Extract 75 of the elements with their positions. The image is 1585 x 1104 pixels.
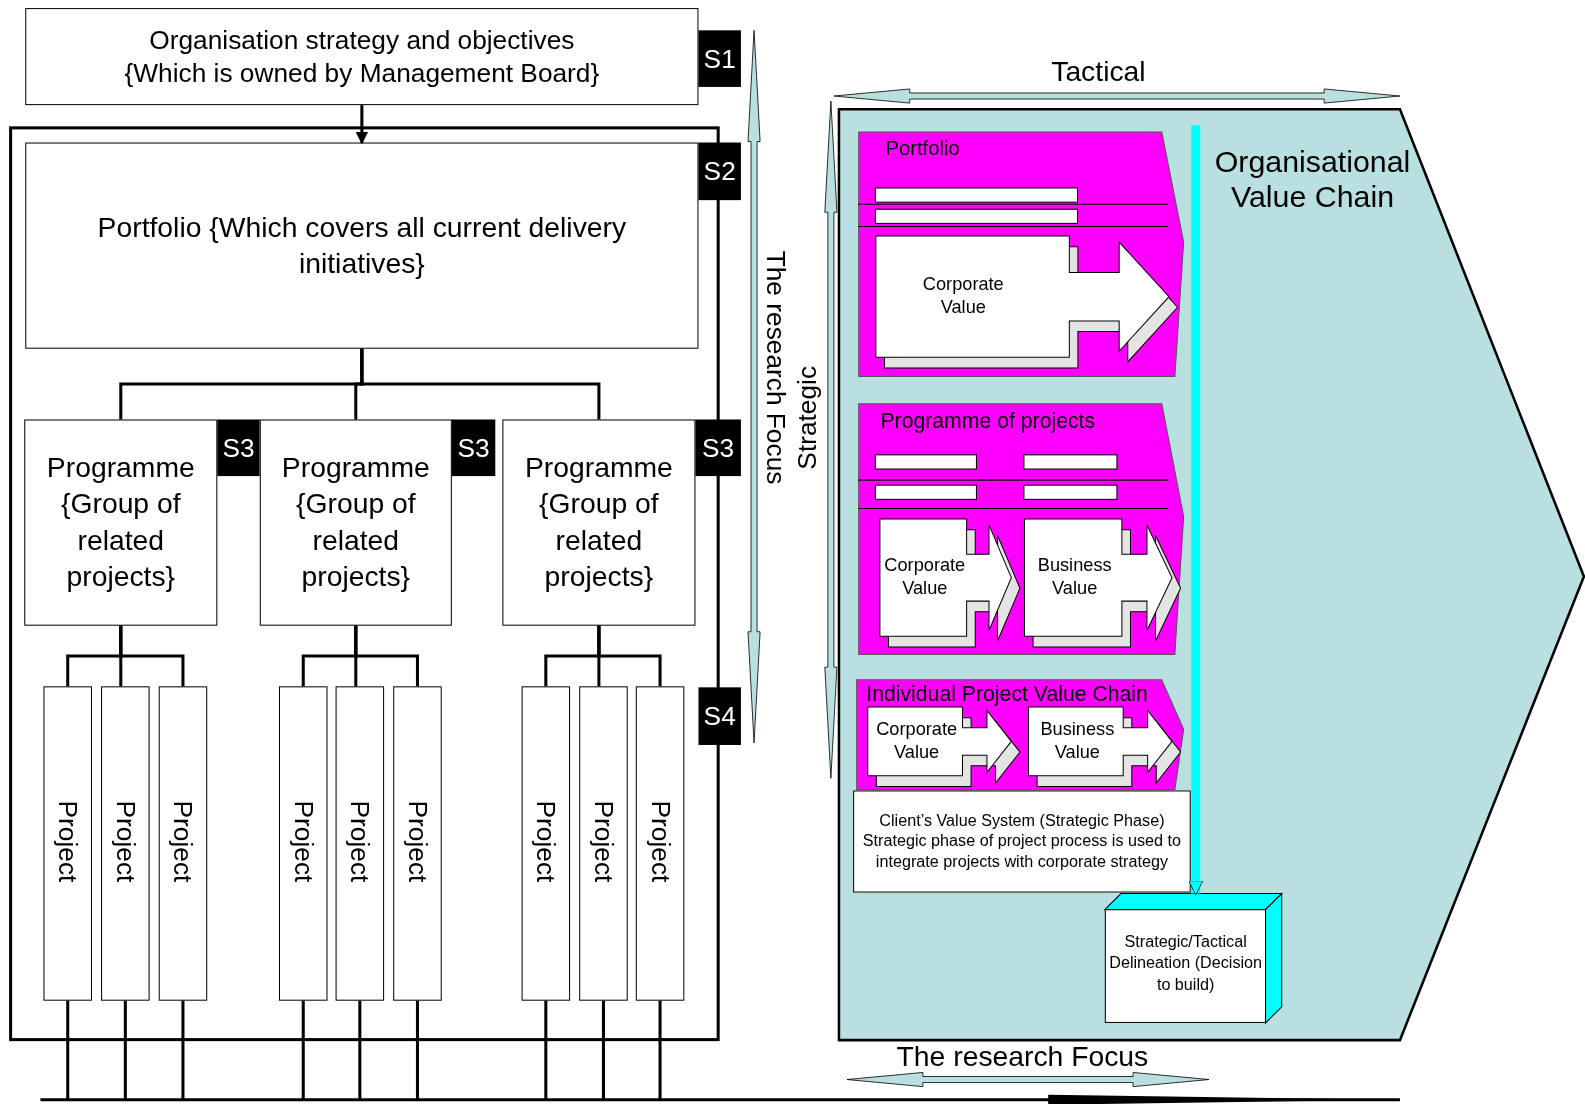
- project-box: [101, 686, 150, 1001]
- box-label: Project: [109, 800, 143, 883]
- axis-label: The research Focus: [896, 1041, 1149, 1074]
- process-box: [259, 419, 452, 626]
- box-label: Project: [287, 800, 321, 883]
- step-tag: S3: [695, 419, 741, 477]
- block-label: Corporate Value: [921, 272, 1005, 320]
- connector-line: [123, 1000, 127, 1100]
- box-label: Project: [167, 800, 200, 883]
- connector-line: [601, 1000, 605, 1100]
- project-box: [43, 686, 92, 1001]
- connector-line: [119, 625, 185, 687]
- box-label: Project: [587, 800, 621, 883]
- process-box: [853, 790, 1191, 893]
- value-block: [1023, 518, 1182, 648]
- project-box: [279, 686, 328, 1001]
- box-label: Strategic phase of project process is used to integrate projects with corporate strategy: [861, 831, 1183, 873]
- box-label: Portfolio {Which covers all current delivery initiatives}: [96, 210, 628, 281]
- connector-line: [658, 1000, 662, 1100]
- step-tag: S2: [698, 142, 741, 201]
- block-label: Corporate Value: [883, 553, 967, 601]
- project-box: [158, 686, 208, 1001]
- axis-label: Tactical: [1051, 55, 1146, 88]
- process-box: [502, 419, 696, 626]
- project-box: [521, 686, 571, 1001]
- value-block: [875, 235, 1179, 369]
- value-chain-panel: [858, 131, 1185, 378]
- connector-line: [358, 1000, 362, 1100]
- box-heading: Client’s Value System (Strategic Phase): [879, 810, 1165, 831]
- block-label: Business Value: [1036, 553, 1113, 601]
- step-tag: S1: [698, 30, 741, 87]
- connector-line: [66, 1000, 70, 1100]
- axis-label: The research Focus: [760, 250, 792, 485]
- connector-line: [301, 1000, 305, 1100]
- connector-line: [597, 625, 662, 687]
- box-label: Project: [401, 800, 435, 883]
- process-box: [25, 8, 699, 106]
- step-tag: S3: [451, 419, 496, 477]
- project-box: [579, 686, 628, 1001]
- value-chain-panel: [858, 403, 1185, 655]
- process-box: [24, 419, 218, 626]
- project-box: [393, 686, 442, 1001]
- box-label: Project: [530, 800, 563, 883]
- connector-line: [355, 105, 369, 145]
- chevron-label: Organisational Value Chain: [1213, 144, 1412, 215]
- value-block: [1028, 706, 1182, 788]
- step-tag: S3: [217, 419, 260, 477]
- panel-title: Programme of projects: [880, 408, 1096, 433]
- box-label: Programme {Group of related projects}: [45, 451, 196, 595]
- connector-line: [415, 1000, 419, 1100]
- box-label: Project: [344, 800, 377, 883]
- step-tag: S4: [698, 687, 741, 745]
- connector-line: [544, 1000, 548, 1100]
- value-chain-chevron: [837, 108, 1585, 1042]
- connector-line: [360, 348, 601, 420]
- project-box: [635, 686, 685, 1001]
- baseline-bar: [40, 1092, 1400, 1104]
- connector-line: [354, 625, 419, 687]
- panel-title: Individual Project Value Chain: [866, 682, 1148, 707]
- box-label: Programme {Group of related projects}: [280, 451, 431, 595]
- box-label: Organisation strategy and objectives {Which is owned by Management Board}: [123, 23, 601, 90]
- panel-title: Portfolio: [885, 136, 960, 160]
- value-block: [879, 518, 1021, 648]
- block-label: Business Value: [1039, 717, 1116, 765]
- box-label: Programme {Group of related projects}: [523, 451, 674, 595]
- value-block: [867, 706, 1021, 788]
- process-box: [25, 142, 699, 349]
- project-box: [335, 686, 385, 1001]
- value-chain-panel: [856, 679, 1185, 791]
- box-label: Project: [644, 800, 677, 883]
- block-label: Corporate Value: [875, 717, 959, 765]
- box-label: Project: [52, 800, 85, 883]
- axis-label: Strategic: [791, 365, 823, 470]
- connector-line: [181, 1000, 185, 1100]
- connector-line: [1188, 125, 1204, 896]
